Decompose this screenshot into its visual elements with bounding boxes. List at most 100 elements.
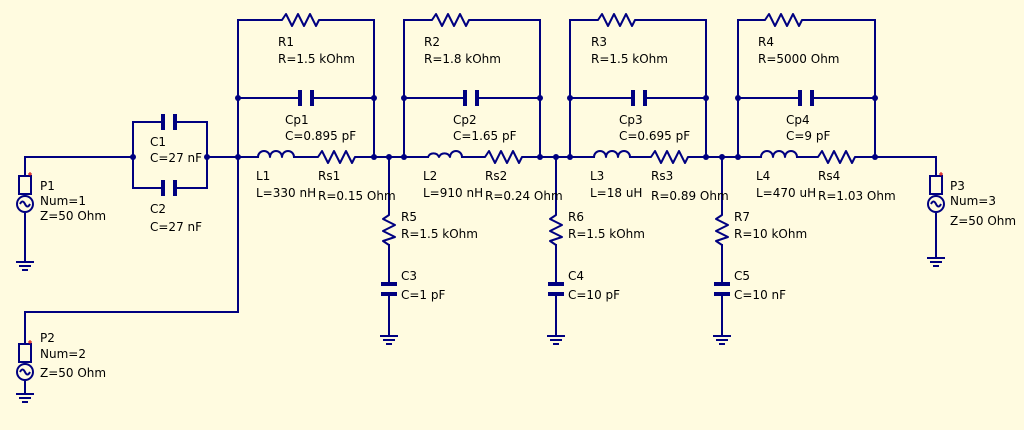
port-p2-value: Num=2 [40, 347, 86, 361]
port-p1-label: P1 [40, 179, 55, 193]
capacitor-cp4-value: C=9 pF [786, 129, 831, 143]
ground-icon [16, 393, 34, 403]
port-p3-label: P3 [950, 179, 965, 193]
junctions [130, 95, 878, 160]
inductor-l3-symbol[interactable] [593, 150, 631, 158]
resistor-r3-label: R3 [591, 35, 607, 49]
capacitor-cp4-label: Cp4 [786, 113, 810, 127]
capacitor-c2-value: C=27 nF [150, 220, 202, 234]
capacitor-cp3-symbol[interactable] [631, 90, 647, 106]
capacitor-cp1-value: C=0.895 pF [285, 129, 356, 143]
capacitor-c4-value: C=10 pF [568, 288, 620, 302]
inductor-l2-value: L=910 nH [423, 186, 483, 200]
capacitor-cp3-label: Cp3 [619, 113, 643, 127]
resistor-r6-symbol[interactable] [549, 210, 563, 246]
inductor-l4-symbol[interactable] [760, 150, 798, 158]
resistor-rs3-value: R=0.89 Ohm [651, 189, 729, 203]
capacitor-c3-label: C3 [401, 269, 417, 283]
resistor-rs2-label: Rs2 [485, 169, 507, 183]
ground-icon [16, 261, 34, 271]
capacitor-cp1-symbol[interactable] [298, 90, 314, 106]
resistor-r4-label: R4 [758, 35, 774, 49]
capacitor-c1-value: C=27 nF [150, 151, 202, 165]
inductor-l1-symbol[interactable] [257, 150, 295, 158]
resistor-r4-value: R=5000 Ohm [758, 52, 840, 66]
capacitor-c1-symbol[interactable] [161, 114, 177, 130]
capacitor-cp2-symbol[interactable] [463, 90, 479, 106]
resistor-rs2-symbol[interactable] [476, 150, 526, 164]
ground-icon [927, 257, 945, 267]
resistor-r3-symbol[interactable] [588, 13, 638, 27]
junction-dot [872, 95, 878, 101]
resistor-r5-value: R=1.5 kOhm [401, 227, 478, 241]
resistor-r1-symbol[interactable] [272, 13, 325, 27]
resistor-r2-symbol[interactable] [422, 13, 472, 27]
resistor-r7-value: R=10 kOhm [734, 227, 807, 241]
inductor-l3-value: L=18 uH [590, 186, 642, 200]
port-p3-symbol[interactable] [927, 172, 945, 213]
inductor-l4-label: L4 [756, 169, 770, 183]
resistor-rs2-value: R=0.24 Ohm [485, 189, 563, 203]
port-p1-impedance: Z=50 Ohm [40, 209, 106, 223]
resistor-r5-label: R5 [401, 210, 417, 224]
junction-dot [719, 154, 725, 160]
junction-dot [371, 95, 377, 101]
resistor-rs1-label: Rs1 [318, 169, 340, 183]
capacitor-c2-label: C2 [150, 202, 166, 216]
junction-dot [703, 95, 709, 101]
ground-icon [547, 335, 565, 345]
resistor-r6-label: R6 [568, 210, 584, 224]
junction-dot [703, 154, 709, 160]
resistor-r5-symbol[interactable] [382, 210, 396, 246]
resistor-r7-label: R7 [734, 210, 750, 224]
junction-dot [386, 154, 392, 160]
resistor-rs3-symbol[interactable] [642, 150, 692, 164]
junction-dot [130, 154, 136, 160]
port-p2-label: P2 [40, 331, 55, 345]
port-p1-value: Num=1 [40, 194, 86, 208]
resistor-r3-value: R=1.5 kOhm [591, 52, 668, 66]
junction-dot [872, 154, 878, 160]
capacitor-cp2-label: Cp2 [453, 113, 477, 127]
capacitor-c4-label: C4 [568, 269, 584, 283]
resistor-r1-value: R=1.5 kOhm [278, 52, 355, 66]
ground-icon [380, 335, 398, 345]
resistor-rs1-value: R=0.15 Ohm [318, 189, 396, 203]
junction-dot [735, 95, 741, 101]
capacitor-c5-symbol[interactable] [714, 282, 730, 296]
capacitor-cp2-value: C=1.65 pF [453, 129, 517, 143]
capacitor-c5-value: C=10 nF [734, 288, 786, 302]
junction-dot [567, 154, 573, 160]
junction-dot [537, 95, 543, 101]
resistor-r4-symbol[interactable] [755, 13, 805, 27]
capacitor-c4-symbol[interactable] [548, 282, 564, 296]
capacitor-c3-value: C=1 pF [401, 288, 446, 302]
resistor-rs1-symbol[interactable] [309, 150, 358, 164]
capacitor-c2-symbol[interactable] [161, 180, 177, 196]
inductor-l2-symbol[interactable] [427, 150, 463, 158]
resistor-r1-label: R1 [278, 35, 294, 49]
resistor-r7-symbol[interactable] [715, 210, 729, 246]
junction-dot [235, 95, 241, 101]
junction-dot [401, 154, 407, 160]
inductor-l1-label: L1 [256, 169, 270, 183]
resistor-rs3-label: Rs3 [651, 169, 673, 183]
resistor-r6-value: R=1.5 kOhm [568, 227, 645, 241]
port-p2-symbol[interactable] [16, 340, 34, 381]
port-p3-value: Num=3 [950, 194, 996, 208]
resistor-rs4-symbol[interactable] [809, 150, 858, 164]
inductor-l1-value: L=330 nH [256, 186, 316, 200]
inductor-l2-label: L2 [423, 169, 437, 183]
port-p3-impedance: Z=50 Ohm [950, 214, 1016, 228]
capacitor-cp4-symbol[interactable] [798, 90, 814, 106]
resistor-rs4-value: R=1.03 Ohm [818, 189, 896, 203]
capacitor-c3-symbol[interactable] [381, 282, 397, 296]
inductor-l4-value: L=470 uH [756, 186, 816, 200]
capacitor-c5-label: C5 [734, 269, 750, 283]
junction-dot [401, 95, 407, 101]
junction-dot [735, 154, 741, 160]
inductor-l3-label: L3 [590, 169, 604, 183]
capacitor-cp3-value: C=0.695 pF [619, 129, 690, 143]
port-p1-symbol[interactable] [16, 172, 34, 213]
